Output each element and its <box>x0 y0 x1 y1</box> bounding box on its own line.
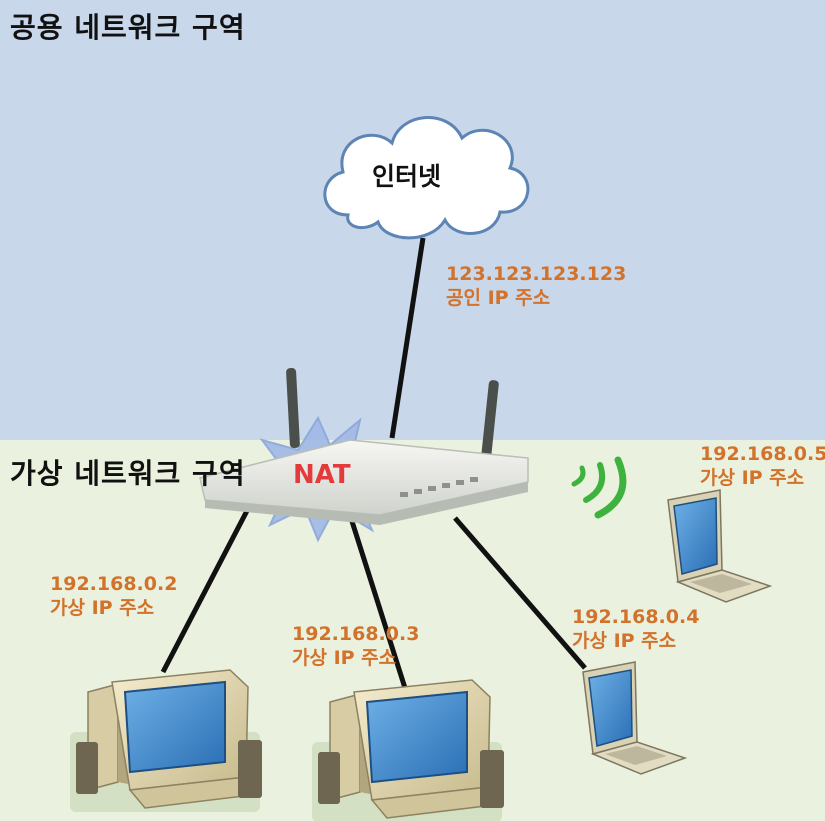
private-zone-label: 가상 네트워크 구역 <box>10 457 246 490</box>
link-router-host-1 <box>160 503 253 674</box>
host-ip-type: 가상 IP 주소 <box>50 597 155 619</box>
host-ip-type: 가상 IP 주소 <box>572 630 677 652</box>
cloud-icon <box>323 116 530 240</box>
host-address: 192.168.0.3 <box>292 623 420 645</box>
link-router-host-2 <box>347 514 408 689</box>
laptop-icon <box>582 661 688 775</box>
wifi-signal-icon <box>571 456 627 519</box>
host-ip-type: 가상 IP 주소 <box>700 467 805 489</box>
host-label: 192.168.0.2 가상 IP 주소 <box>50 572 177 620</box>
public-ip-label: 123.123.123.123 공인 IP 주소 <box>446 262 626 310</box>
desktop-computer-icon <box>70 669 262 812</box>
wireless-router-icon <box>199 367 529 525</box>
host-address: 192.168.0.5 <box>700 443 825 465</box>
link-router-internet <box>389 237 426 439</box>
host-ip-type: 가상 IP 주소 <box>292 647 397 669</box>
internet-label: 인터넷 <box>372 162 442 191</box>
link-router-host-3 <box>453 516 587 670</box>
host-label: 192.168.0.3 가상 IP 주소 <box>292 622 419 670</box>
host-label: 192.168.0.5 가상 IP 주소 <box>700 442 825 490</box>
host-address: 192.168.0.2 <box>50 573 178 595</box>
host-label: 192.168.0.4 가상 IP 주소 <box>572 605 699 653</box>
desktop-computer-icon <box>312 679 504 821</box>
nat-label: NAT <box>293 460 351 490</box>
laptop-icon <box>667 489 773 603</box>
public-ip-type: 공인 IP 주소 <box>446 287 551 309</box>
public-zone-label: 공용 네트워크 구역 <box>10 11 246 44</box>
public-ip-address: 123.123.123.123 <box>446 263 627 285</box>
host-address: 192.168.0.4 <box>572 606 700 628</box>
